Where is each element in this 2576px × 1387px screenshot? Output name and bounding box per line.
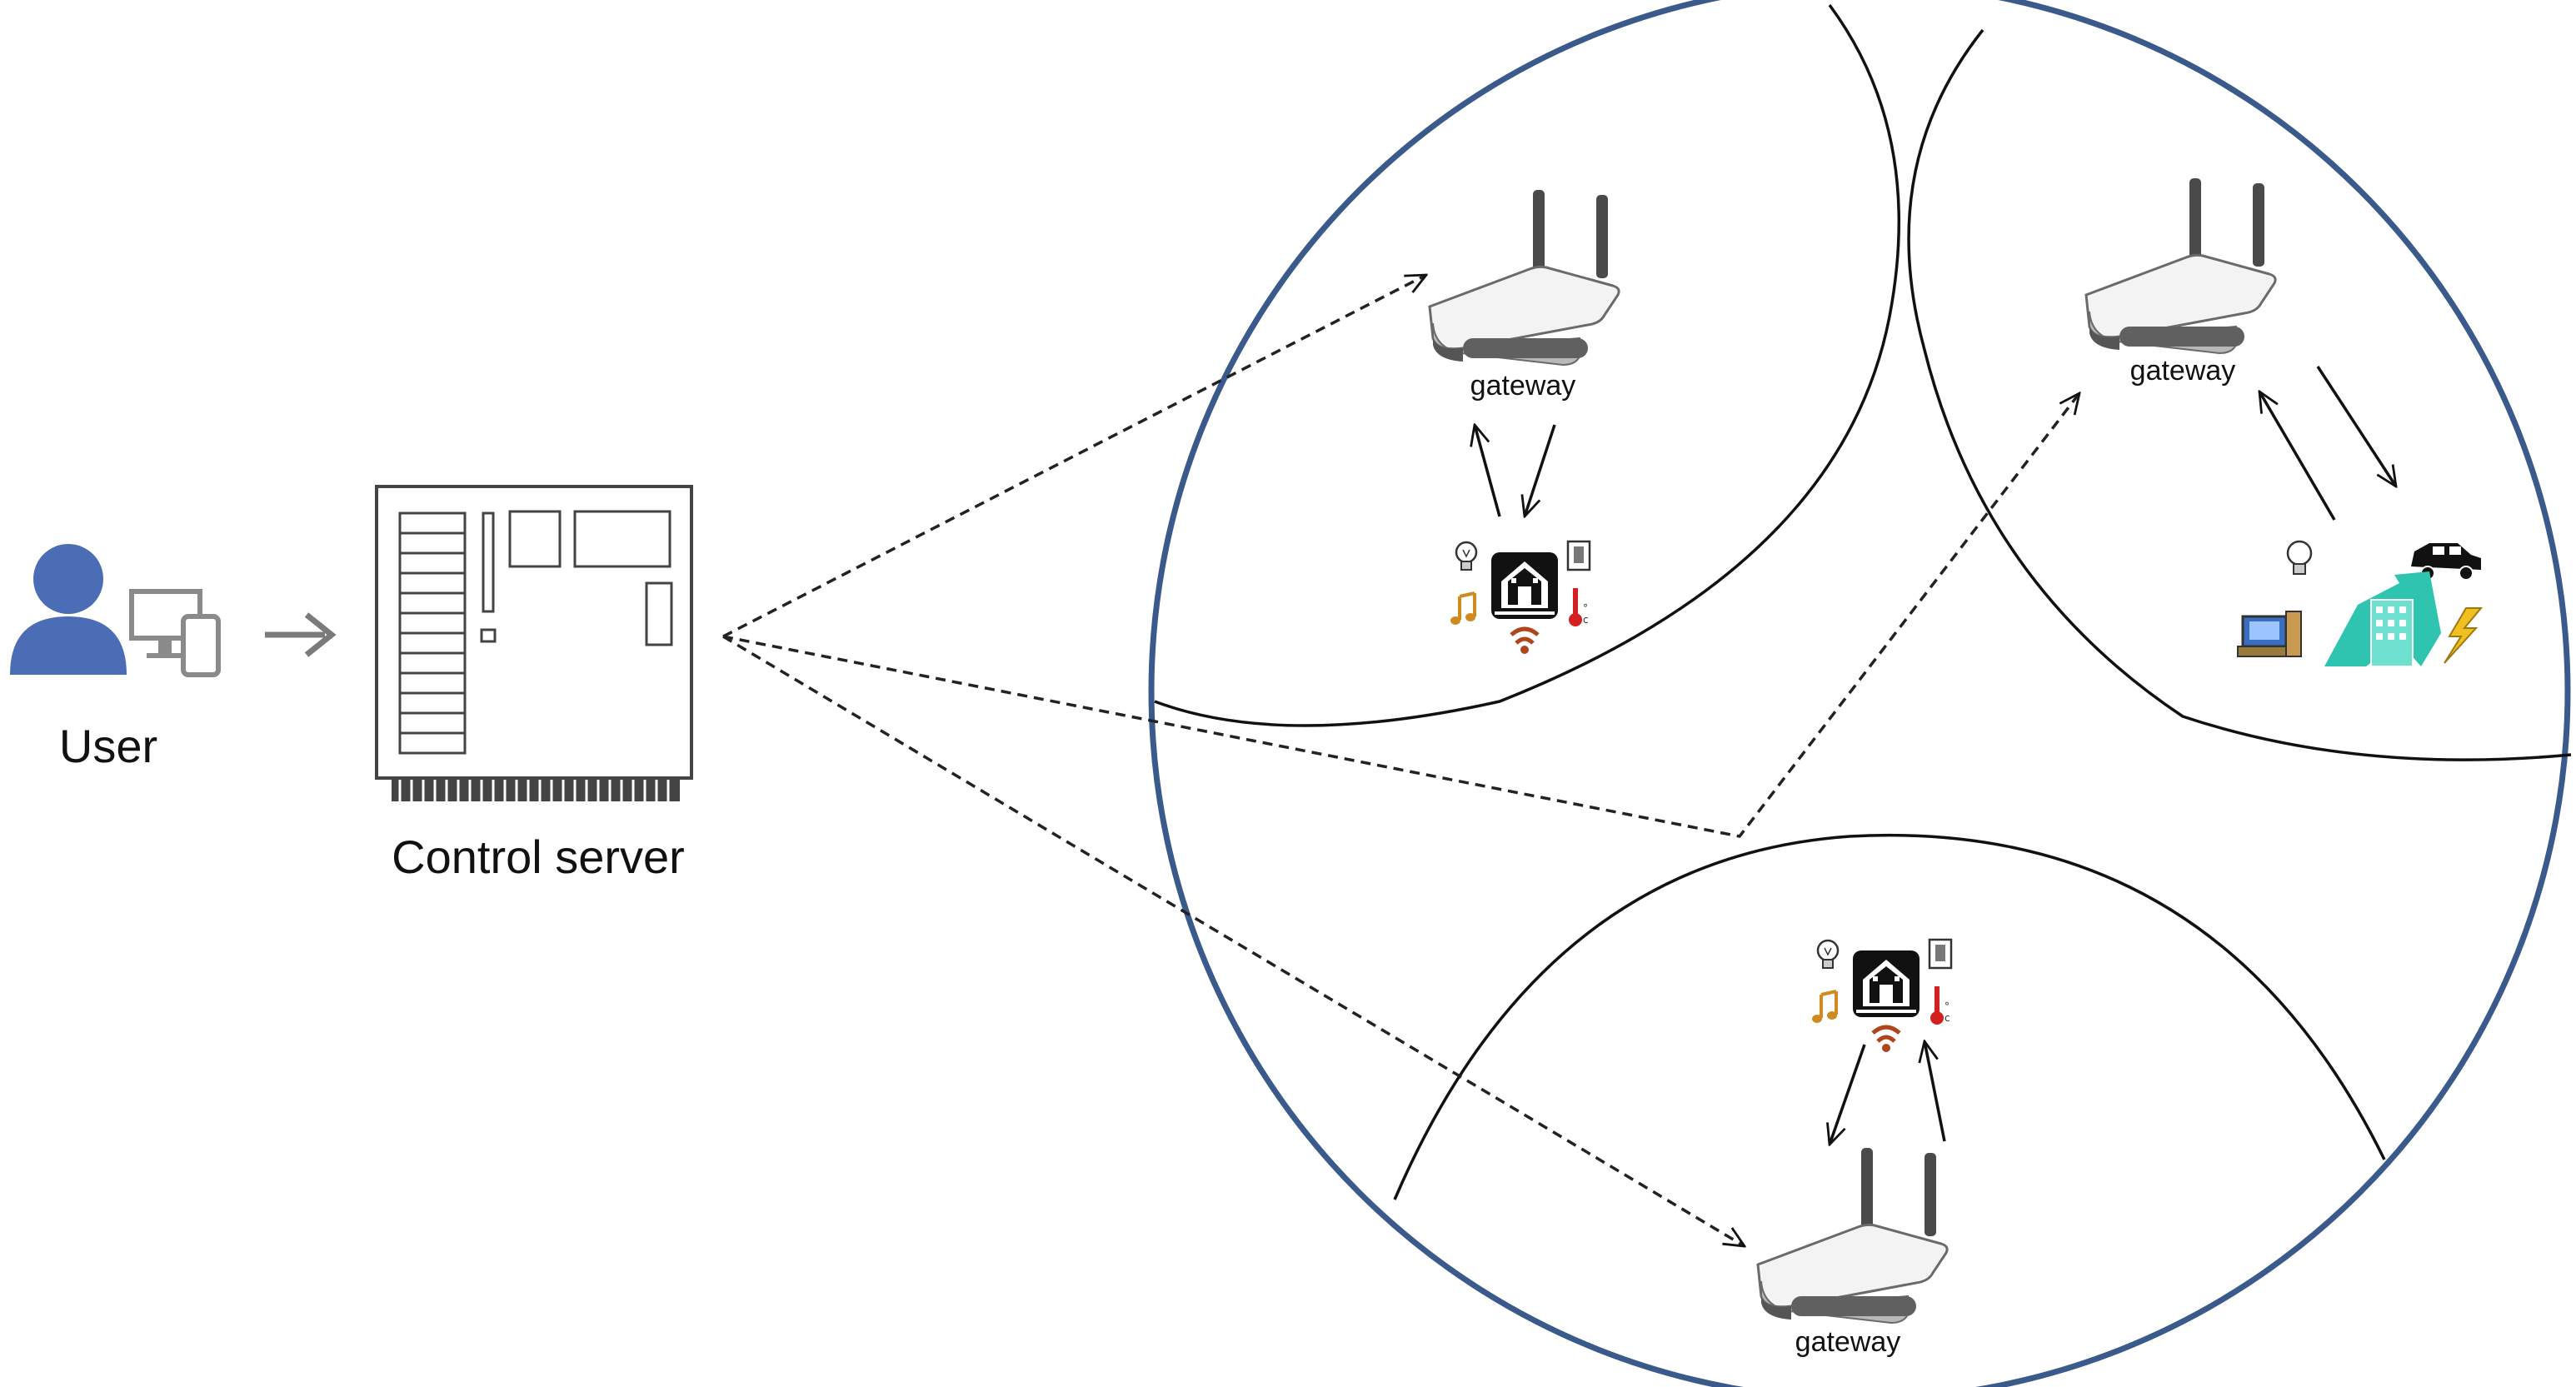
wireless-router-icon xyxy=(1756,1146,1949,1325)
control-server-label: Control server xyxy=(392,831,685,883)
lightbulb-icon xyxy=(2286,540,2313,575)
gateway-bottom xyxy=(1756,1146,1949,1325)
gateway-top-right-label: gateway xyxy=(2130,355,2236,387)
arrow-down xyxy=(2316,366,2396,486)
arrow-down xyxy=(1525,424,1556,516)
link-to-gateway-bottom xyxy=(722,635,1745,1246)
gateway-top-left xyxy=(1428,188,1620,367)
gateway-top-right-arrows xyxy=(2259,366,2396,521)
arrow-down xyxy=(1830,1044,1866,1145)
top-right-cell-arc xyxy=(1907,28,2572,761)
network-region xyxy=(1148,0,2571,1387)
arrow-up xyxy=(2259,392,2336,521)
device-cluster-top-left xyxy=(1450,541,1590,654)
link-to-gateway-top-right xyxy=(722,393,2079,838)
server-icon xyxy=(375,485,693,801)
computer-icon xyxy=(2237,611,2302,657)
device-cluster-top-right xyxy=(2237,540,2484,667)
top-left-cell-arc xyxy=(1154,3,1901,727)
gateway-top-right xyxy=(2084,177,2277,355)
arrow-up xyxy=(1475,425,1501,517)
user-to-server-arrow xyxy=(265,612,337,657)
gateway-bottom-arrows xyxy=(1830,1041,1946,1145)
gateway-bottom-label: gateway xyxy=(1795,1326,1901,1358)
cell-boundaries xyxy=(1154,3,2572,1200)
bottom-cell-arc xyxy=(1393,833,2386,1200)
arrow-up xyxy=(1925,1041,1946,1142)
gateway-top-left-arrows xyxy=(1475,424,1556,517)
building-icon xyxy=(2324,571,2441,667)
wireless-router-icon xyxy=(2084,177,2277,355)
control-links xyxy=(722,273,2079,1246)
device-cluster-bottom xyxy=(1812,940,1951,1052)
link-to-gateway-top-left xyxy=(722,273,1426,638)
user-icon xyxy=(10,544,127,675)
gateway-top-left-label: gateway xyxy=(1470,370,1576,402)
monitor-phone-icon xyxy=(129,589,221,677)
user-label: User xyxy=(59,720,157,772)
wireless-router-icon xyxy=(1428,188,1620,367)
lightning-icon xyxy=(2444,607,2484,664)
